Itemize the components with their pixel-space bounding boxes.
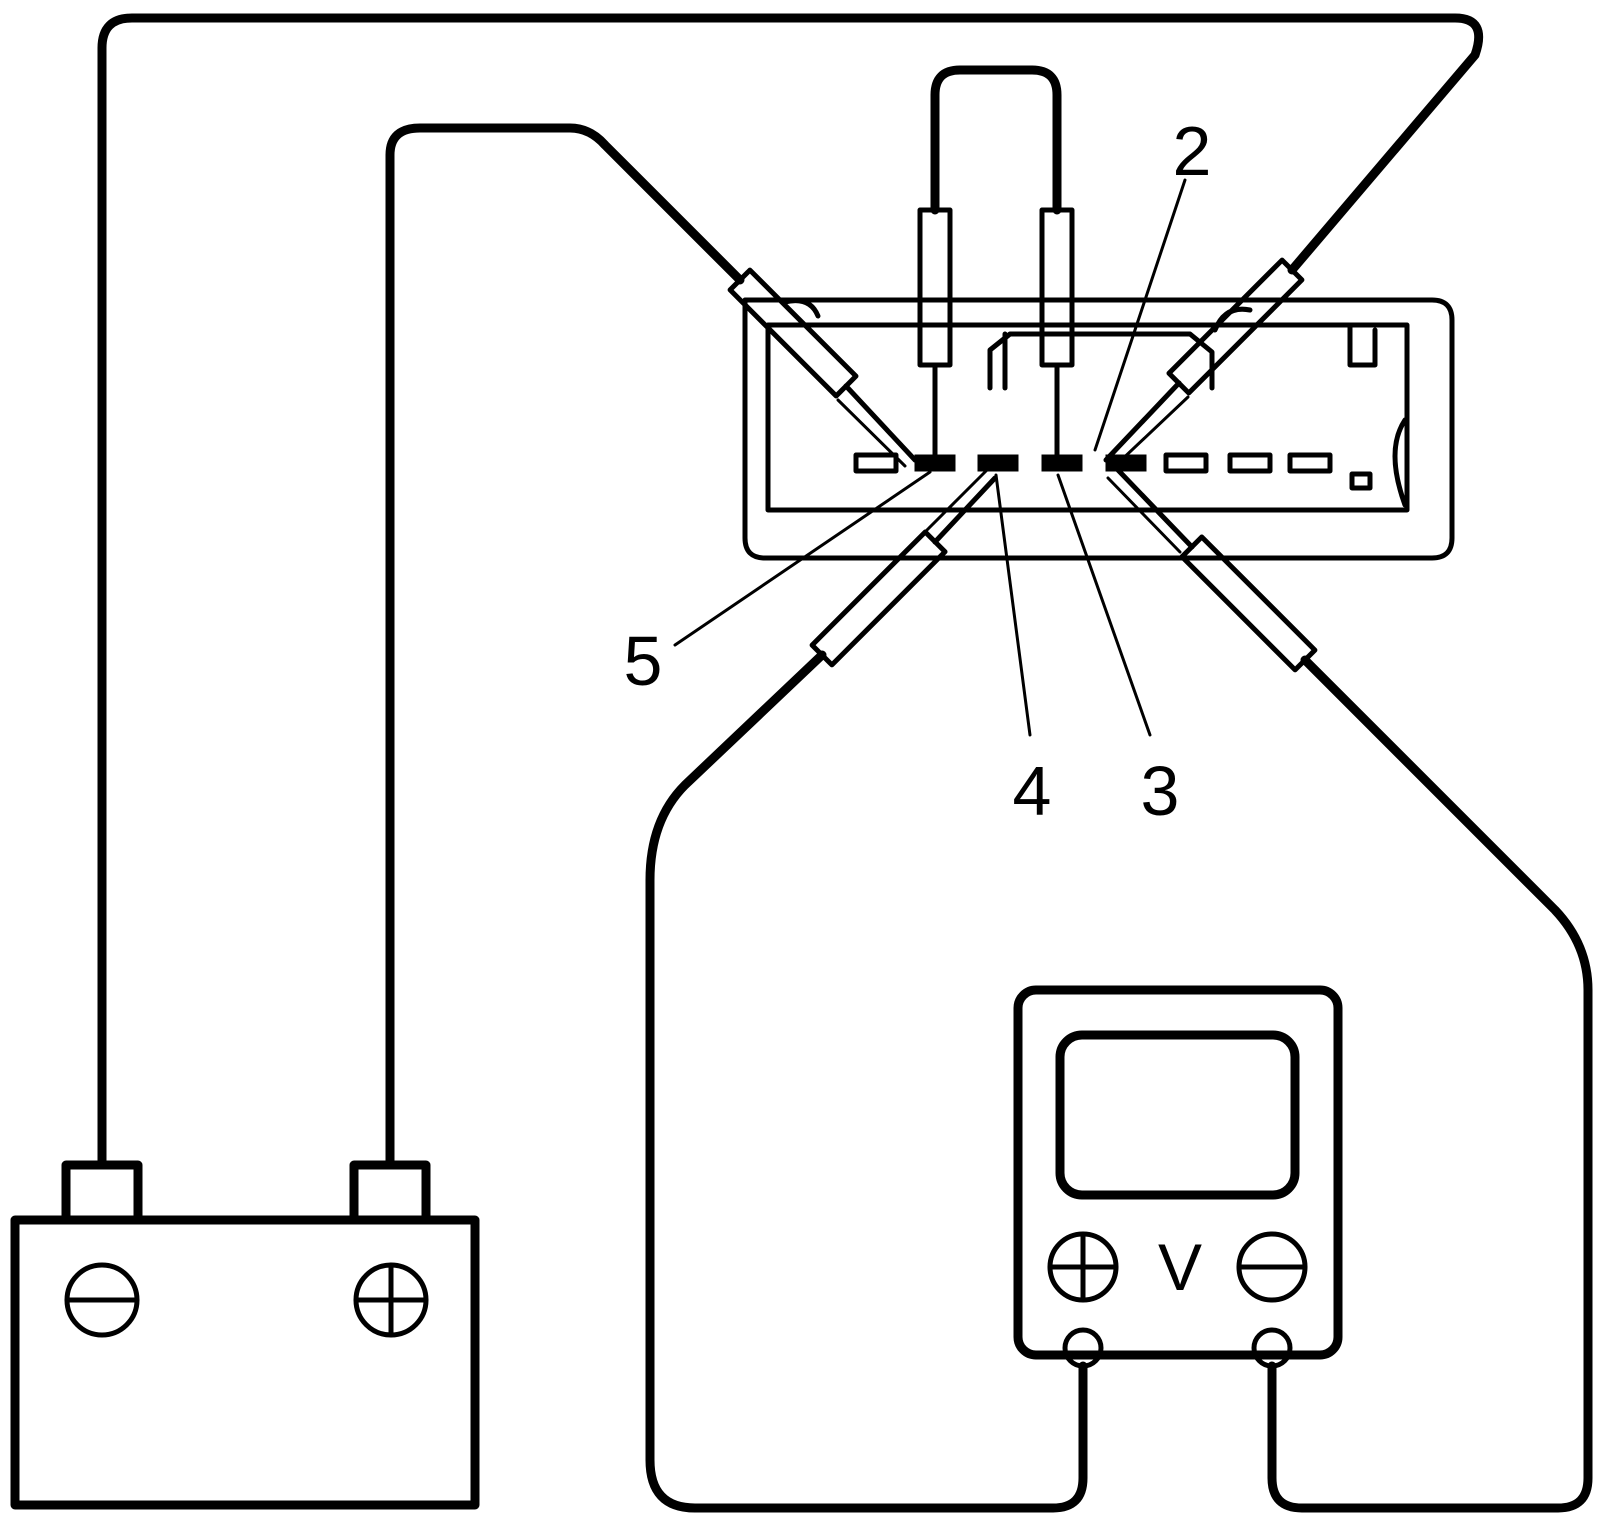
callout-label-4: 4 (1013, 752, 1052, 830)
battery-positive-symbol (353, 1262, 429, 1338)
callout-label-2: 2 (1173, 112, 1212, 190)
probe-upper-right (1103, 257, 1305, 468)
wire-voltmeter-positive (645, 650, 1088, 1513)
voltmeter-negative-jack (1251, 1327, 1293, 1369)
wire-voltmeter-negative (1267, 655, 1593, 1513)
voltmeter-display (1055, 1030, 1300, 1200)
wire-battery-negative (97, 13, 1484, 1170)
connector (742, 297, 1455, 561)
battery-negative-symbol (64, 1262, 140, 1338)
probe-upper-left (727, 267, 918, 468)
jumper-wire (917, 65, 1075, 463)
callout-5: 5 (624, 470, 932, 700)
voltmeter-negative-symbol (1236, 1231, 1308, 1303)
callout-label-3: 3 (1141, 752, 1180, 830)
voltmeter-positive-jack (1062, 1327, 1104, 1369)
voltmeter-positive-symbol (1047, 1231, 1119, 1303)
battery (10, 1160, 480, 1510)
voltmeter: V (1013, 985, 1343, 1369)
connector-pins (853, 452, 1373, 491)
probe-lower-right (1106, 467, 1318, 673)
wire-battery-positive (385, 123, 745, 1170)
callout-4: 4 (994, 473, 1052, 830)
callout-2: 2 (1093, 112, 1212, 452)
callout-3: 3 (1056, 473, 1180, 830)
voltmeter-unit-label: V (1158, 1230, 1202, 1304)
callout-label-5: 5 (624, 622, 663, 700)
probe-lower-left (809, 468, 998, 668)
